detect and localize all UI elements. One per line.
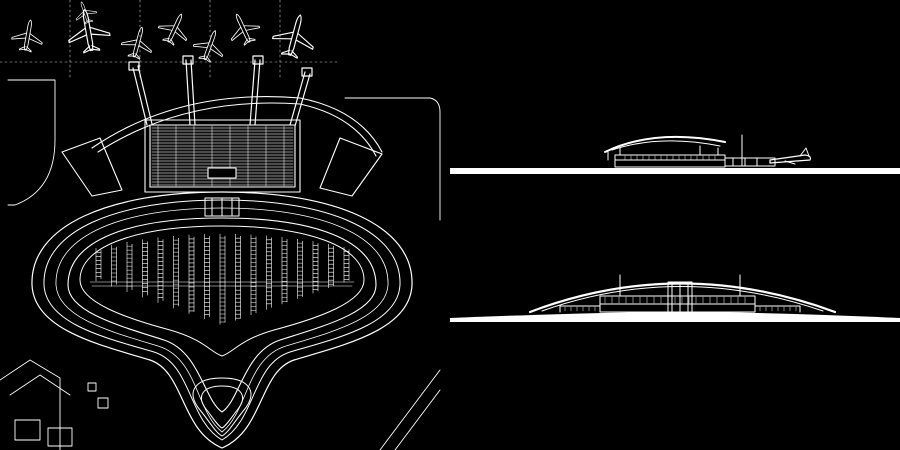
dropoff-loop bbox=[192, 377, 252, 437]
aircraft bbox=[75, 1, 98, 25]
aircraft bbox=[157, 13, 188, 46]
aircraft bbox=[192, 30, 224, 63]
elevation-detail bbox=[624, 155, 716, 161]
apron-markings bbox=[0, 0, 341, 81]
parking-field bbox=[79, 225, 365, 357]
aircraft bbox=[121, 26, 152, 60]
aircraft bbox=[230, 13, 261, 46]
forecourt bbox=[204, 197, 240, 217]
cross-section bbox=[450, 274, 900, 322]
aircraft-group bbox=[11, 1, 314, 63]
terminal-building bbox=[61, 96, 383, 197]
section-ground bbox=[450, 312, 900, 322]
ground-line bbox=[450, 168, 900, 174]
aircraft bbox=[68, 9, 111, 54]
aircraft bbox=[272, 14, 314, 59]
site-plan bbox=[0, 0, 441, 450]
site-roads bbox=[0, 79, 441, 450]
aircraft bbox=[11, 19, 43, 53]
side-elevation bbox=[450, 134, 900, 174]
jet-bridges bbox=[128, 55, 313, 127]
parking-ring bbox=[31, 191, 413, 449]
